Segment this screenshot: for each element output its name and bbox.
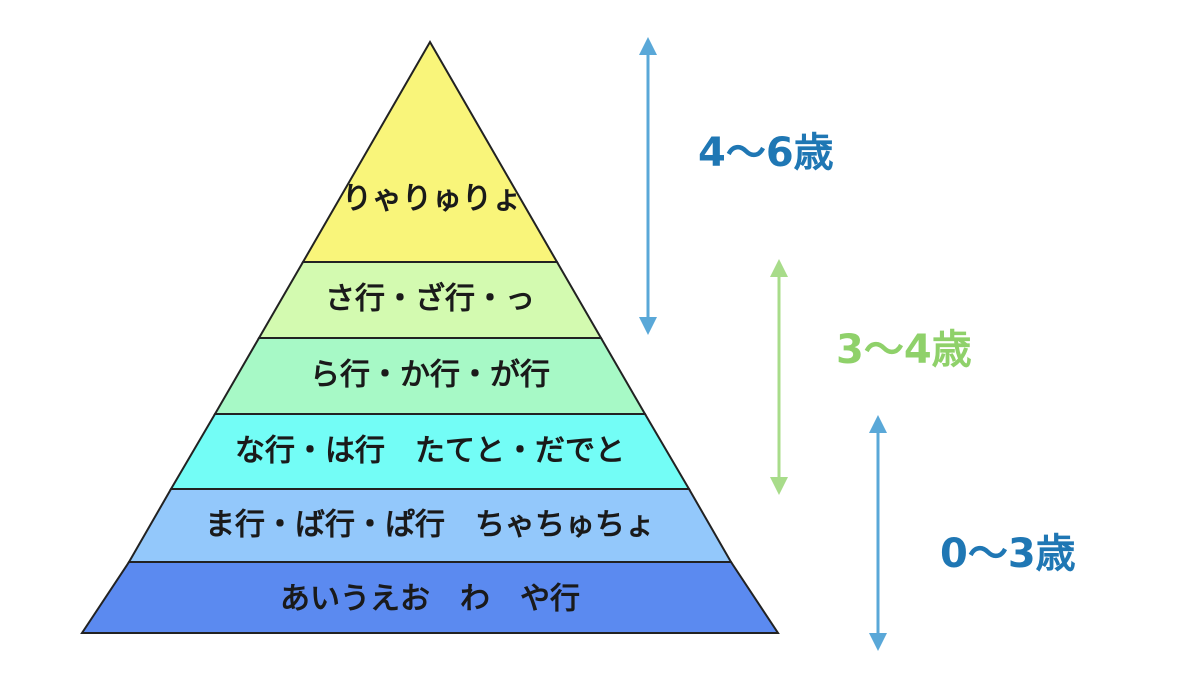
age-range-label-4-6: 4〜6歳 bbox=[698, 130, 834, 176]
age-ranges: 4〜6歳 3〜4歳 0〜3歳 bbox=[639, 37, 1076, 651]
age-range-label-3-4: 3〜4歳 bbox=[836, 327, 972, 373]
pyramid-layer-5-label: ま行・ば行・ぱ行 ちゃちゅちょ bbox=[205, 508, 655, 543]
pyramid-layer-3-label: ら行・か行・が行 bbox=[310, 358, 550, 393]
pyramid: りゃりゅりょ さ行・ざ行・っ ら行・か行・が行 な行・は行 たてと・だでと ま行… bbox=[80, 39, 780, 634]
pyramid-layer-4-label: な行・は行 たてと・だでと bbox=[235, 434, 625, 469]
pyramid-layer-6 bbox=[80, 561, 780, 634]
age-range-label-0-3: 0〜3歳 bbox=[940, 531, 1076, 577]
pyramid-layer-6-label: あいうえお わ や行 bbox=[280, 582, 580, 617]
pyramid-layer-1-label: りゃりゅりょ bbox=[342, 182, 522, 217]
pyramid-layer-1 bbox=[301, 39, 559, 263]
pyramid-layer-2-label: さ行・ざ行・っ bbox=[325, 282, 535, 317]
